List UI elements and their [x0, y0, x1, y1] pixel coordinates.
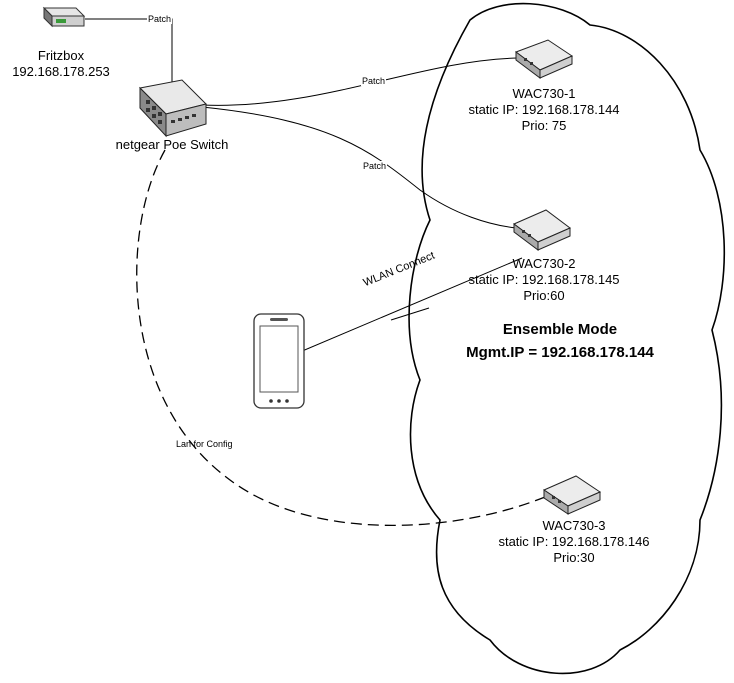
ap3-prio: Prio:30 — [553, 550, 595, 565]
smartphone-icon — [253, 313, 305, 409]
fritzbox-ip: 192.168.178.253 — [12, 64, 110, 79]
ap3-ip: static IP: 192.168.178.146 — [498, 534, 650, 549]
patch-label-ap1: Patch — [361, 76, 387, 86]
lan-config-label: Lan for Config — [176, 439, 233, 449]
ap3-label: WAC730-3 static IP: 192.168.178.146 Prio… — [476, 518, 672, 566]
ap1-prio: Prio: 75 — [521, 118, 567, 133]
patch-label-top: Patch — [147, 14, 173, 24]
ap2-prio: Prio:60 — [523, 288, 565, 303]
switch-icon — [138, 79, 207, 138]
ap3-icon — [542, 475, 602, 515]
ap2-patch-line — [201, 106, 517, 229]
ap1-name: WAC730-1 — [512, 86, 576, 101]
ap2-label: WAC730-2 static IP: 192.168.178.145 Prio… — [446, 256, 642, 304]
fritzbox-name: Fritzbox — [37, 48, 85, 63]
patch-label-ap2: Patch — [362, 161, 388, 171]
fritzbox-label: Fritzbox 192.168.178.253 — [2, 48, 120, 80]
mgmt-ip-label: Mgmt.IP = 192.168.178.144 — [466, 344, 654, 361]
ap1-ip: static IP: 192.168.178.144 — [468, 102, 620, 117]
ap2-name: WAC730-2 — [512, 256, 576, 271]
wlan-line — [280, 257, 523, 361]
ap3-name: WAC730-3 — [542, 518, 606, 533]
ap2-icon — [513, 209, 571, 251]
ensemble-cloud — [408, 2, 726, 675]
wlan-break-mark — [390, 307, 430, 321]
lan-config-line — [136, 149, 546, 527]
ap1-label: WAC730-1 static IP: 192.168.178.144 Prio… — [446, 86, 642, 134]
ensemble-mode-title: Ensemble Mode — [502, 321, 618, 338]
ap2-ip: static IP: 192.168.178.145 — [468, 272, 620, 287]
ap1-icon — [514, 39, 574, 79]
switch-label: netgear Poe Switch — [115, 137, 229, 152]
fritzbox-icon — [42, 6, 86, 28]
